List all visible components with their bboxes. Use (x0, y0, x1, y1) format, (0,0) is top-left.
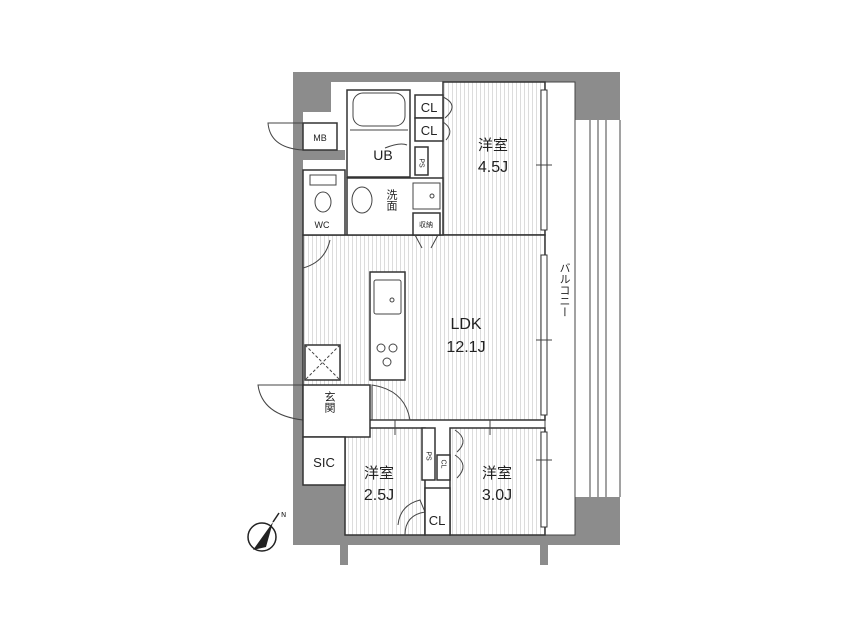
storage-label: 収納 (419, 220, 433, 229)
north-arrow-icon: N (247, 511, 286, 552)
ps-label-2: PS (425, 451, 432, 461)
wet-areas (267, 89, 453, 249)
bedroom-north-name: 洋室 (478, 137, 508, 154)
svg-text:N: N (281, 511, 286, 519)
wc-label: WC (315, 220, 330, 230)
doors (257, 239, 491, 536)
sic-label: SIC (313, 455, 335, 470)
ps-label-1: PS (418, 158, 425, 168)
bedroom-south-floor (449, 427, 546, 536)
ldk-name: LDK (450, 316, 481, 333)
ub-label: UB (373, 147, 392, 163)
ldk-size: 12.1J (446, 339, 485, 356)
cl-label-3: CL (440, 460, 447, 469)
bedroom-small-size: 2.5J (364, 487, 394, 504)
kitchen-counter (304, 271, 406, 381)
mb-label: MB (313, 133, 327, 143)
bedroom-north-size: 4.5J (478, 159, 508, 176)
cl-label-4: CL (429, 513, 446, 528)
south-storage (302, 384, 451, 536)
cl-label-2: CL (421, 123, 438, 138)
bedroom-north-floor (442, 81, 546, 236)
washroom-label: 洗面 (385, 189, 398, 211)
balcony (544, 81, 621, 536)
balcony-label: バルコニー (558, 263, 571, 318)
bedroom-small-name: 洋室 (364, 465, 394, 482)
entrance-label: 玄関 (323, 390, 336, 413)
bedroom-south-name: 洋室 (482, 465, 512, 482)
windows (536, 89, 552, 528)
cl-label-1: CL (421, 100, 438, 115)
exterior-walls (293, 72, 620, 565)
bedroom-south-size: 3.0J (482, 487, 512, 504)
